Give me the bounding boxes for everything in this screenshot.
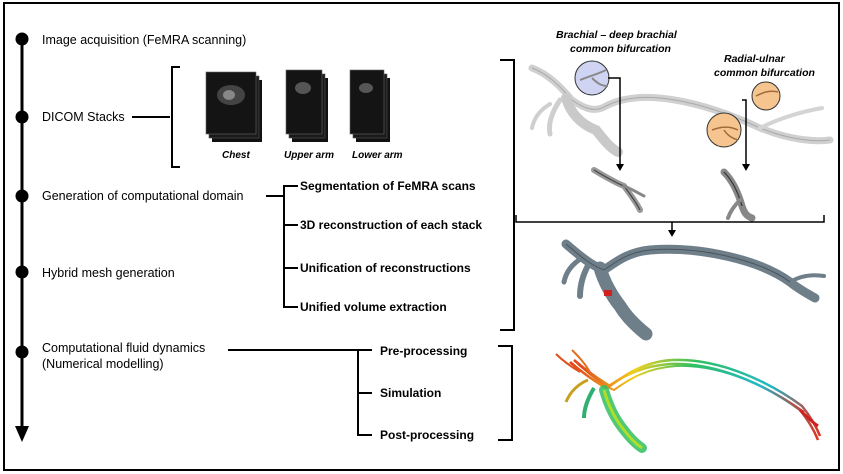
brachial-label-1: Brachial – deep brachial [556,29,678,41]
step-dot-5 [15,345,29,359]
step-label-image-acquisition: Image acquisition (FeMRA scanning) [42,33,246,47]
brachial-detail-zoom [591,167,646,213]
radial-to-detail-line [742,99,747,166]
chest-stack [205,71,262,142]
radial-arrowhead [742,164,750,171]
merge-bracket [515,215,825,223]
step-label-cfd: Computational fluid dynamics [42,341,205,355]
upper-arm-stack [285,69,328,142]
domain-substep-3d-reconstruction: 3D reconstruction of each stack [300,218,482,232]
brachial-label-2: common bifurcation [570,43,671,55]
ulnar-branch-circle [751,81,781,111]
stack-label-chest: Chest [222,150,250,161]
step-label-dicom-stacks: DICOM Stacks [42,110,125,124]
unified-mesh-model [561,239,826,341]
stack-label-upper-arm: Upper arm [284,150,334,161]
dicom-bracket [171,66,180,168]
step-dot-3 [15,189,29,203]
domain-result-bracket [500,59,515,331]
cfd-substep-post-processing: Post-processing [380,428,474,442]
timeline-arrowhead [15,426,29,442]
cfd-streamlines [555,349,822,453]
merge-arrowhead [668,230,676,237]
outer-frame [3,2,840,471]
step-dot-4 [15,265,29,279]
vessel-reconstruction [528,64,834,157]
cfd-substep-pre-processing: Pre-processing [380,344,467,358]
domain-branch [283,185,298,308]
domain-substep-volume-extraction: Unified volume extraction [300,300,447,314]
radial-label-1: Radial-ulnar [724,53,786,65]
radial-label-2: common bifurcation [714,67,815,79]
radial-zoom-vessel [711,126,739,141]
step-dot-2 [15,110,29,124]
step-dot-1 [15,32,29,46]
brachial-to-detail-line [608,77,621,166]
stack-label-lower-arm: Lower arm [352,150,403,161]
domain-substep-segmentation: Segmentation of FeMRA scans [300,179,476,193]
step-label-computational-domain: Generation of computational domain [42,189,244,203]
brachial-zoom-vessel [579,69,609,87]
cfd-branch [357,349,372,436]
step-label-hybrid-mesh: Hybrid mesh generation [42,266,175,280]
domain-substep-unification: Unification of reconstructions [300,261,471,275]
ulnar-zoom-vessel [755,90,779,97]
radial-detail-zoom [720,168,756,222]
cfd-substep-simulation: Simulation [380,386,441,400]
brachial-arrowhead [616,164,624,171]
cfd-result-bracket [498,345,513,441]
lower-arm-stack [349,69,390,142]
step-label-cfd-sub: (Numerical modelling) [42,357,164,371]
